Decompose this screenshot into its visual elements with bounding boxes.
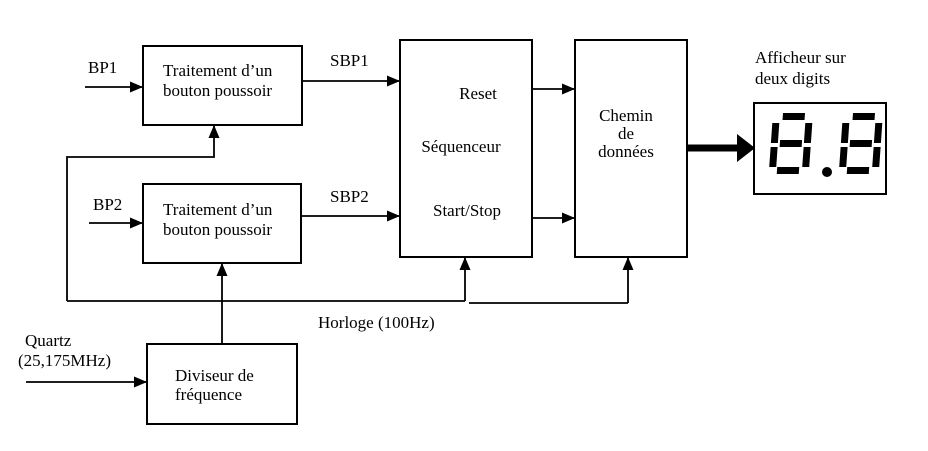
quartz-label-line1: Quartz xyxy=(25,331,72,350)
block-sequenceur xyxy=(399,39,533,258)
diviseur-label-line1: Diviseur de xyxy=(175,366,254,385)
quartz-label-line2: (25,175MHz) xyxy=(18,351,111,370)
diviseur-label-line2: fréquence xyxy=(175,385,242,404)
traitement1-label-line2: bouton poussoir xyxy=(163,81,272,100)
databus-arrow-head xyxy=(737,134,755,162)
databus-arrow xyxy=(687,134,755,162)
block-diviseur-frequence xyxy=(146,343,298,425)
horloge-arrow-to-traitement1 xyxy=(66,125,220,301)
afficheur-caption-line1: Afficheur sur xyxy=(755,48,846,67)
horloge-network xyxy=(66,125,634,344)
sequenceur-title: Séquenceur xyxy=(421,137,501,156)
block-traitement-bp1 xyxy=(142,45,303,126)
decimal-point xyxy=(822,167,832,177)
traitement2-label-line2: bouton poussoir xyxy=(163,220,272,239)
block-chemin-de-donnees xyxy=(574,39,688,258)
traitement2-label-line1: Traitement d’un xyxy=(163,200,273,219)
chemin-label-line1: Chemin xyxy=(599,106,653,125)
chemin-label-line2: de xyxy=(618,124,634,143)
seven-segment-digit-left xyxy=(769,113,813,174)
bp1-label: BP1 xyxy=(88,58,117,77)
sequenceur-port-reset: Reset xyxy=(459,84,497,103)
chemin-label-line3: données xyxy=(598,142,654,161)
block-traitement-bp2 xyxy=(142,183,302,264)
horloge-label: Horloge (100Hz) xyxy=(318,313,435,332)
seven-segment-display xyxy=(753,102,887,195)
bp2-label: BP2 xyxy=(93,195,122,214)
sbp1-label: SBP1 xyxy=(330,51,369,70)
sbp2-label: SBP2 xyxy=(330,187,369,206)
seven-segment-digit-right xyxy=(839,113,883,174)
sequenceur-port-startstop: Start/Stop xyxy=(433,201,501,220)
traitement1-label-line1: Traitement d’un xyxy=(163,61,273,80)
afficheur-caption-line2: deux digits xyxy=(755,69,830,88)
